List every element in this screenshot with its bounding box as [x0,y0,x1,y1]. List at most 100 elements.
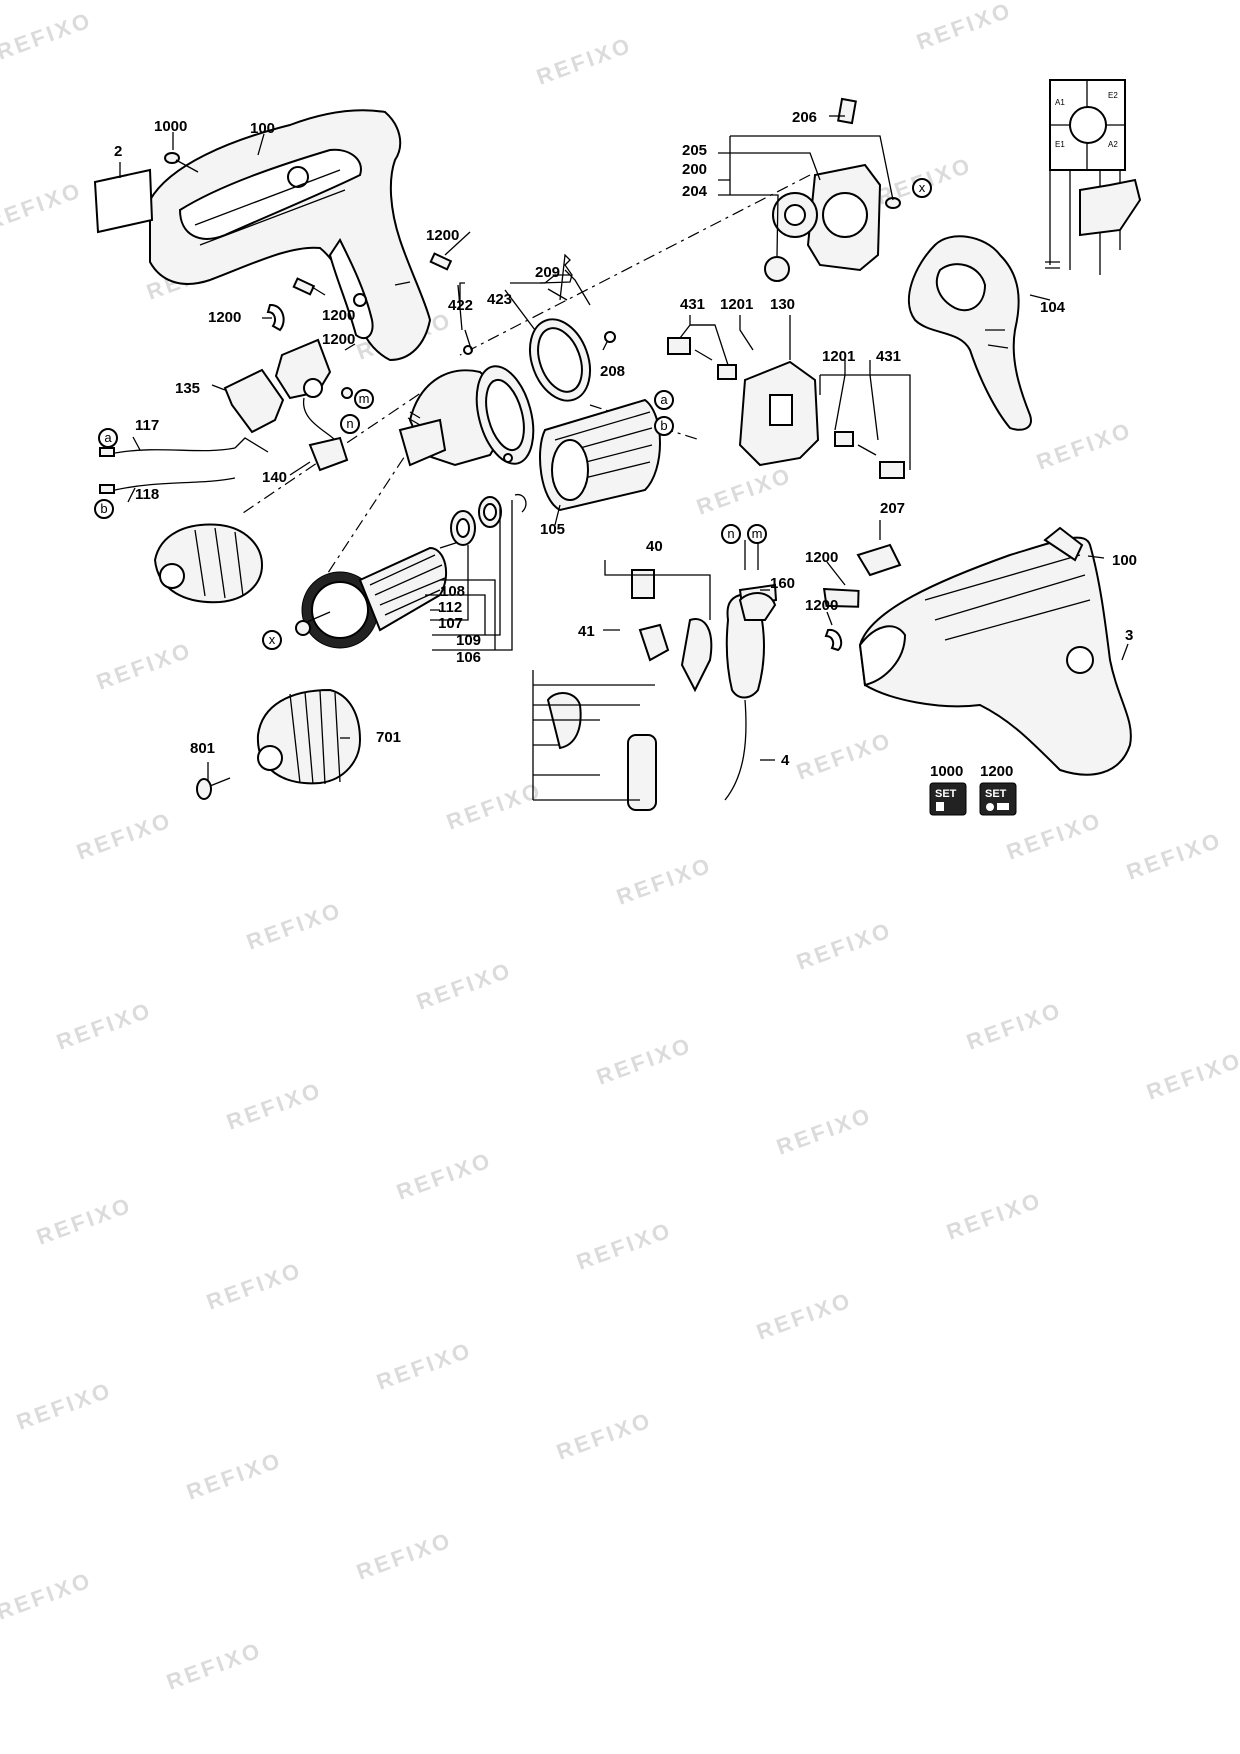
assembled-drill [822,526,1132,776]
part-number: 1200 [805,549,838,566]
connector-label: x [919,180,926,195]
part-number: 1200 [322,307,355,324]
part-number: 1201 [720,296,753,313]
watermark: REFIXO [73,807,175,865]
connector-marker [98,428,118,448]
part-number: 3 [1125,627,1133,644]
armature [295,539,466,649]
watermark: REFIXO [203,1257,305,1315]
set-badge-label: SET [935,788,957,800]
connector-marker [340,414,360,434]
part-number: 1200 [426,227,459,244]
part-number: 701 [376,729,401,746]
part-number: 140 [262,469,287,486]
schematic-label: E2 [1108,91,1118,100]
watermark: REFIXO [223,1077,325,1135]
watermark: REFIXO [93,637,195,695]
connector-markers: a b m n a b x x n m [94,178,932,650]
switch-assembly [223,338,353,472]
watermark: REFIXO [0,1567,96,1625]
connector-marker [94,499,114,519]
watermark: REFIXO [33,1192,135,1250]
brush-plate [764,97,901,282]
ring-208 [604,331,616,343]
connector-label: a [660,392,668,407]
connector-label: n [727,526,734,541]
part-number: 109 [456,632,481,649]
connector-label: b [100,501,107,516]
connector-label: a [104,430,112,445]
wire-leads [99,437,269,494]
label-sticker [93,168,154,234]
watermark: REFIXO [753,1287,855,1345]
pin-1200 [429,252,453,271]
watermark: REFIXO [773,1102,875,1160]
watermark: REFIXO [353,1527,455,1585]
part-number: 431 [680,296,705,313]
watermark: REFIXO [53,997,155,1055]
watermark: REFIXO [183,1447,285,1505]
connector-label: x [269,632,276,647]
connector-label: m [359,391,370,406]
screw-1000 [164,152,199,173]
watermark: REFIXO [613,852,715,910]
part-number: 209 [535,264,560,281]
connector-marker [654,416,674,436]
watermark: REFIXO [693,462,795,520]
part-number: 431 [876,348,901,365]
brush-holder [667,337,905,479]
pin-1200 [292,277,316,296]
watermark: REFIXO [913,0,1015,55]
part-number: 100 [250,120,275,137]
connector-marker [654,390,674,410]
part-number: 1201 [822,348,855,365]
watermark: REFIXO [533,32,635,90]
schematic-label: A2 [1108,140,1118,149]
part-number: 205 [682,142,707,159]
keyless-chuck [256,688,362,785]
watermark: REFIXO [13,1377,115,1435]
watermark: REFIXO [573,1217,675,1275]
part-number: 117 [135,417,159,434]
connector-label: m [752,526,763,541]
connector-marker [354,389,374,409]
part-number: 112 [438,599,462,616]
part-number: 1000 [930,763,963,780]
connector-label: n [346,416,353,431]
part-number: 100 [1112,552,1137,569]
part-number: 1200 [980,763,1013,780]
set-badges: SET SET [929,782,1017,816]
watermark: REFIXO [1003,807,1105,865]
part-number: 106 [456,649,481,666]
bearings [450,493,527,546]
wiring-schematic: A1 E2 E1 A2 [1045,79,1142,275]
watermark: REFIXO [1143,1047,1240,1105]
housing-half-left [149,109,432,362]
part-number: 160 [770,575,795,592]
schematic-label: E1 [1055,140,1065,149]
clip-1200 [266,304,285,332]
part-number: 105 [540,521,565,538]
watermark: REFIXO [1123,827,1225,885]
watermark: REFIXO [593,1032,695,1090]
part-number: 206 [792,109,817,126]
watermark: REFIXO [0,177,86,235]
part-number: 2 [114,143,122,160]
connector-marker [721,524,741,544]
watermark: REFIXO [793,917,895,975]
connector-marker [262,630,282,650]
part-number: 108 [440,583,465,600]
watermark: REFIXO [393,1147,495,1205]
part-number: 104 [1040,299,1066,316]
part-number: 41 [578,623,595,640]
watermark: REFIXO [963,997,1065,1055]
part-number: 423 [487,291,512,308]
handle-half-right [907,235,1032,431]
watermark: REFIXO [0,7,96,65]
part-number: 130 [770,296,795,313]
part-number: 4 [781,752,790,769]
watermark: REFIXO [163,1637,265,1695]
part-number: 135 [175,380,200,397]
leader-lines [119,115,1129,801]
